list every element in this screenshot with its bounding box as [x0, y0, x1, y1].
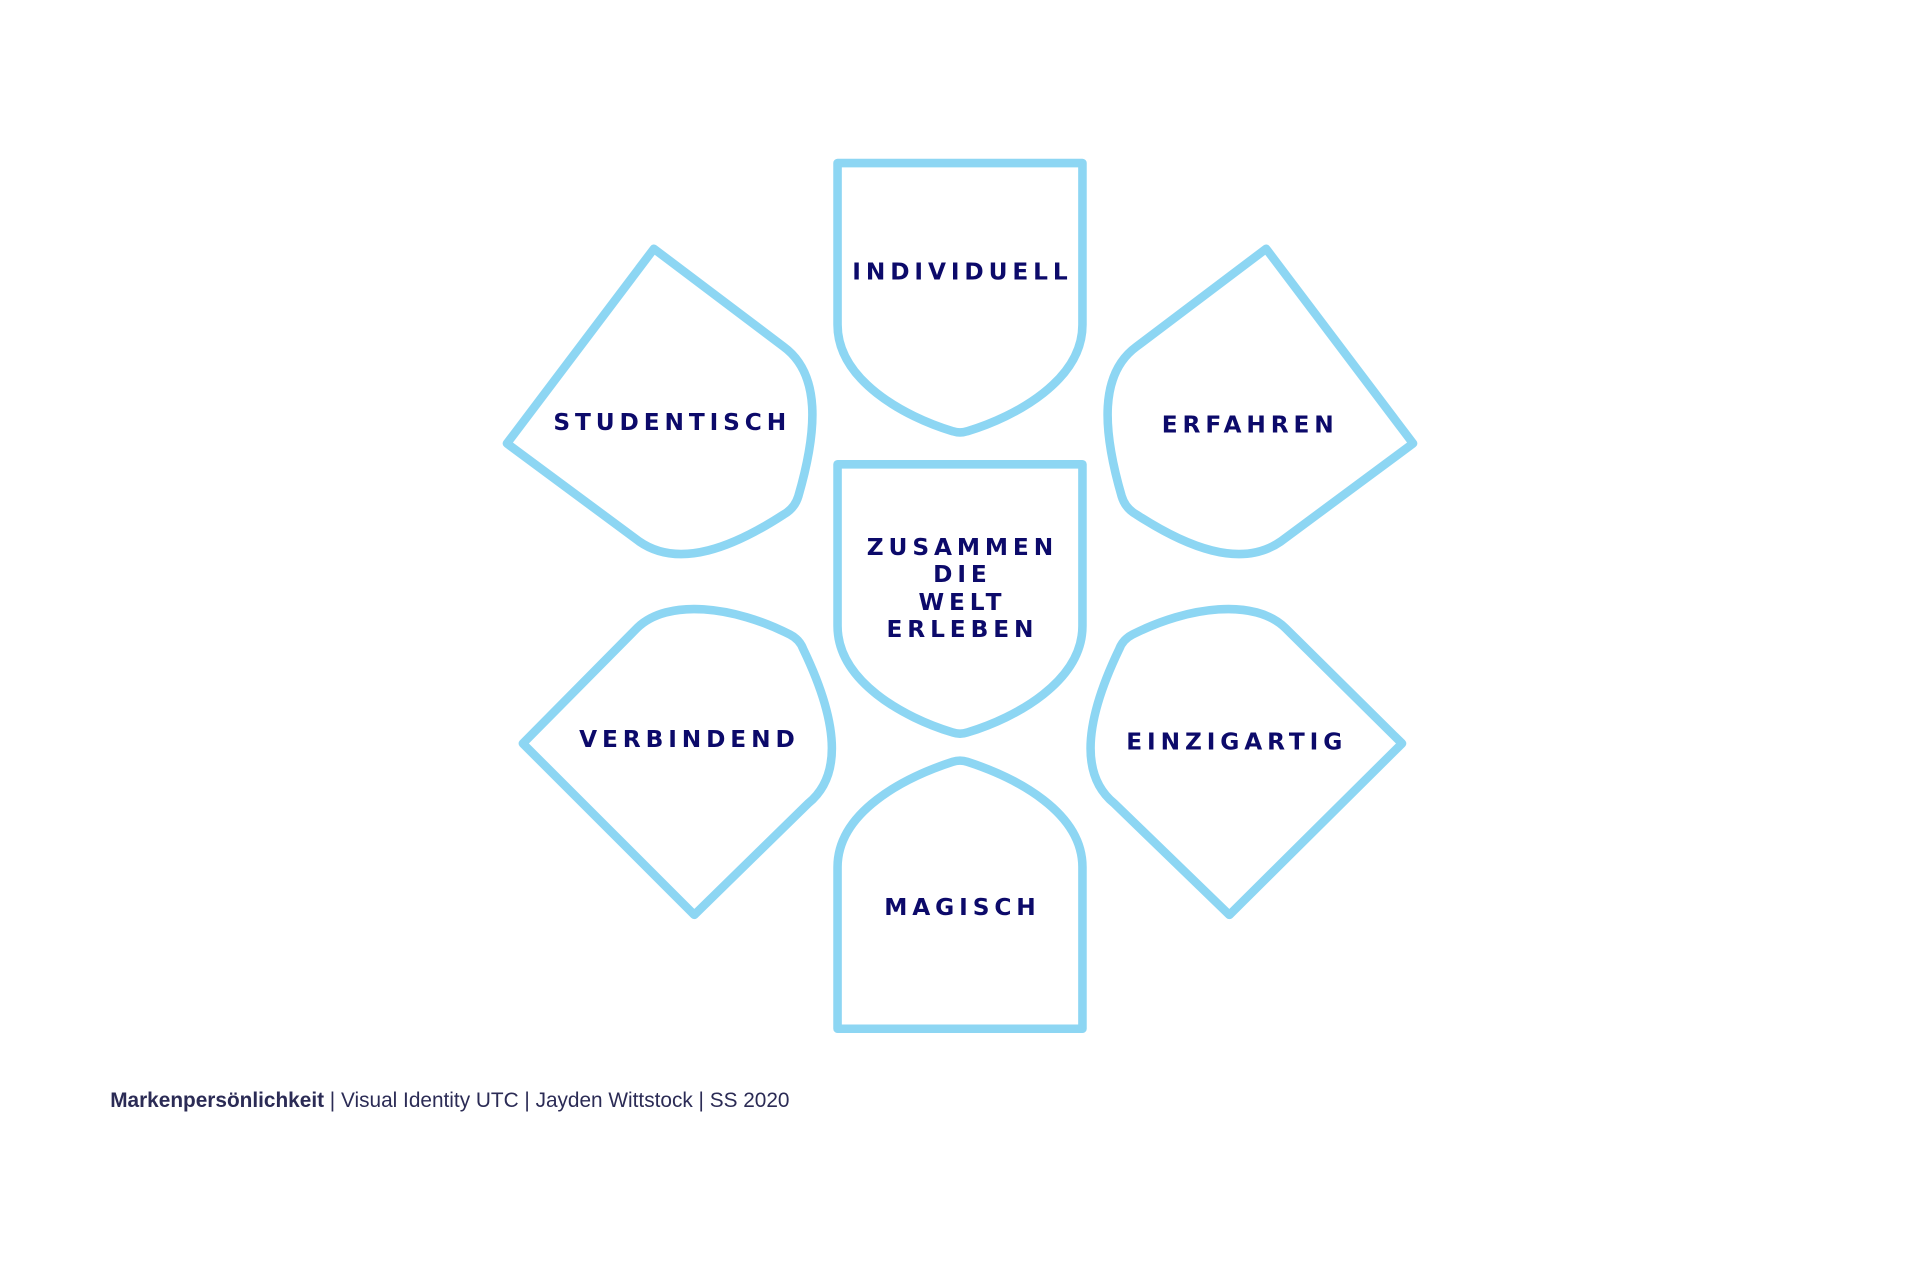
center-line-4: ERLEBEN [887, 616, 1039, 643]
caption: Markenpersönlichkeit | Visual Identity U… [110, 1089, 789, 1112]
arch-bottom [833, 756, 1087, 1034]
label-studentisch: STUDENTISCH [553, 409, 791, 436]
shield-center [833, 459, 1087, 738]
shield-top [833, 158, 1087, 437]
center-line-1: ZUSAMMEN [867, 534, 1058, 561]
shape-bottom-left [518, 604, 837, 920]
label-erfahren: ERFAHREN [1162, 411, 1339, 438]
caption-details: | Visual Identity UTC | Jayden Wittstock… [324, 1089, 789, 1112]
shape-bottom-right [1086, 604, 1407, 920]
label-magisch: MAGISCH [884, 894, 1040, 921]
center-line-3: WELT [918, 589, 1006, 616]
label-einzigartig: EINZIGARTIG [1126, 729, 1347, 756]
shape-top-left [502, 244, 817, 559]
center-line-2: DIE [933, 561, 992, 588]
label-individuell: INDIVIDUELL [852, 258, 1072, 285]
caption-title: Markenpersönlichkeit [110, 1089, 324, 1112]
label-verbindend: VERBINDEND [579, 726, 800, 753]
shape-top-right [1103, 244, 1418, 559]
